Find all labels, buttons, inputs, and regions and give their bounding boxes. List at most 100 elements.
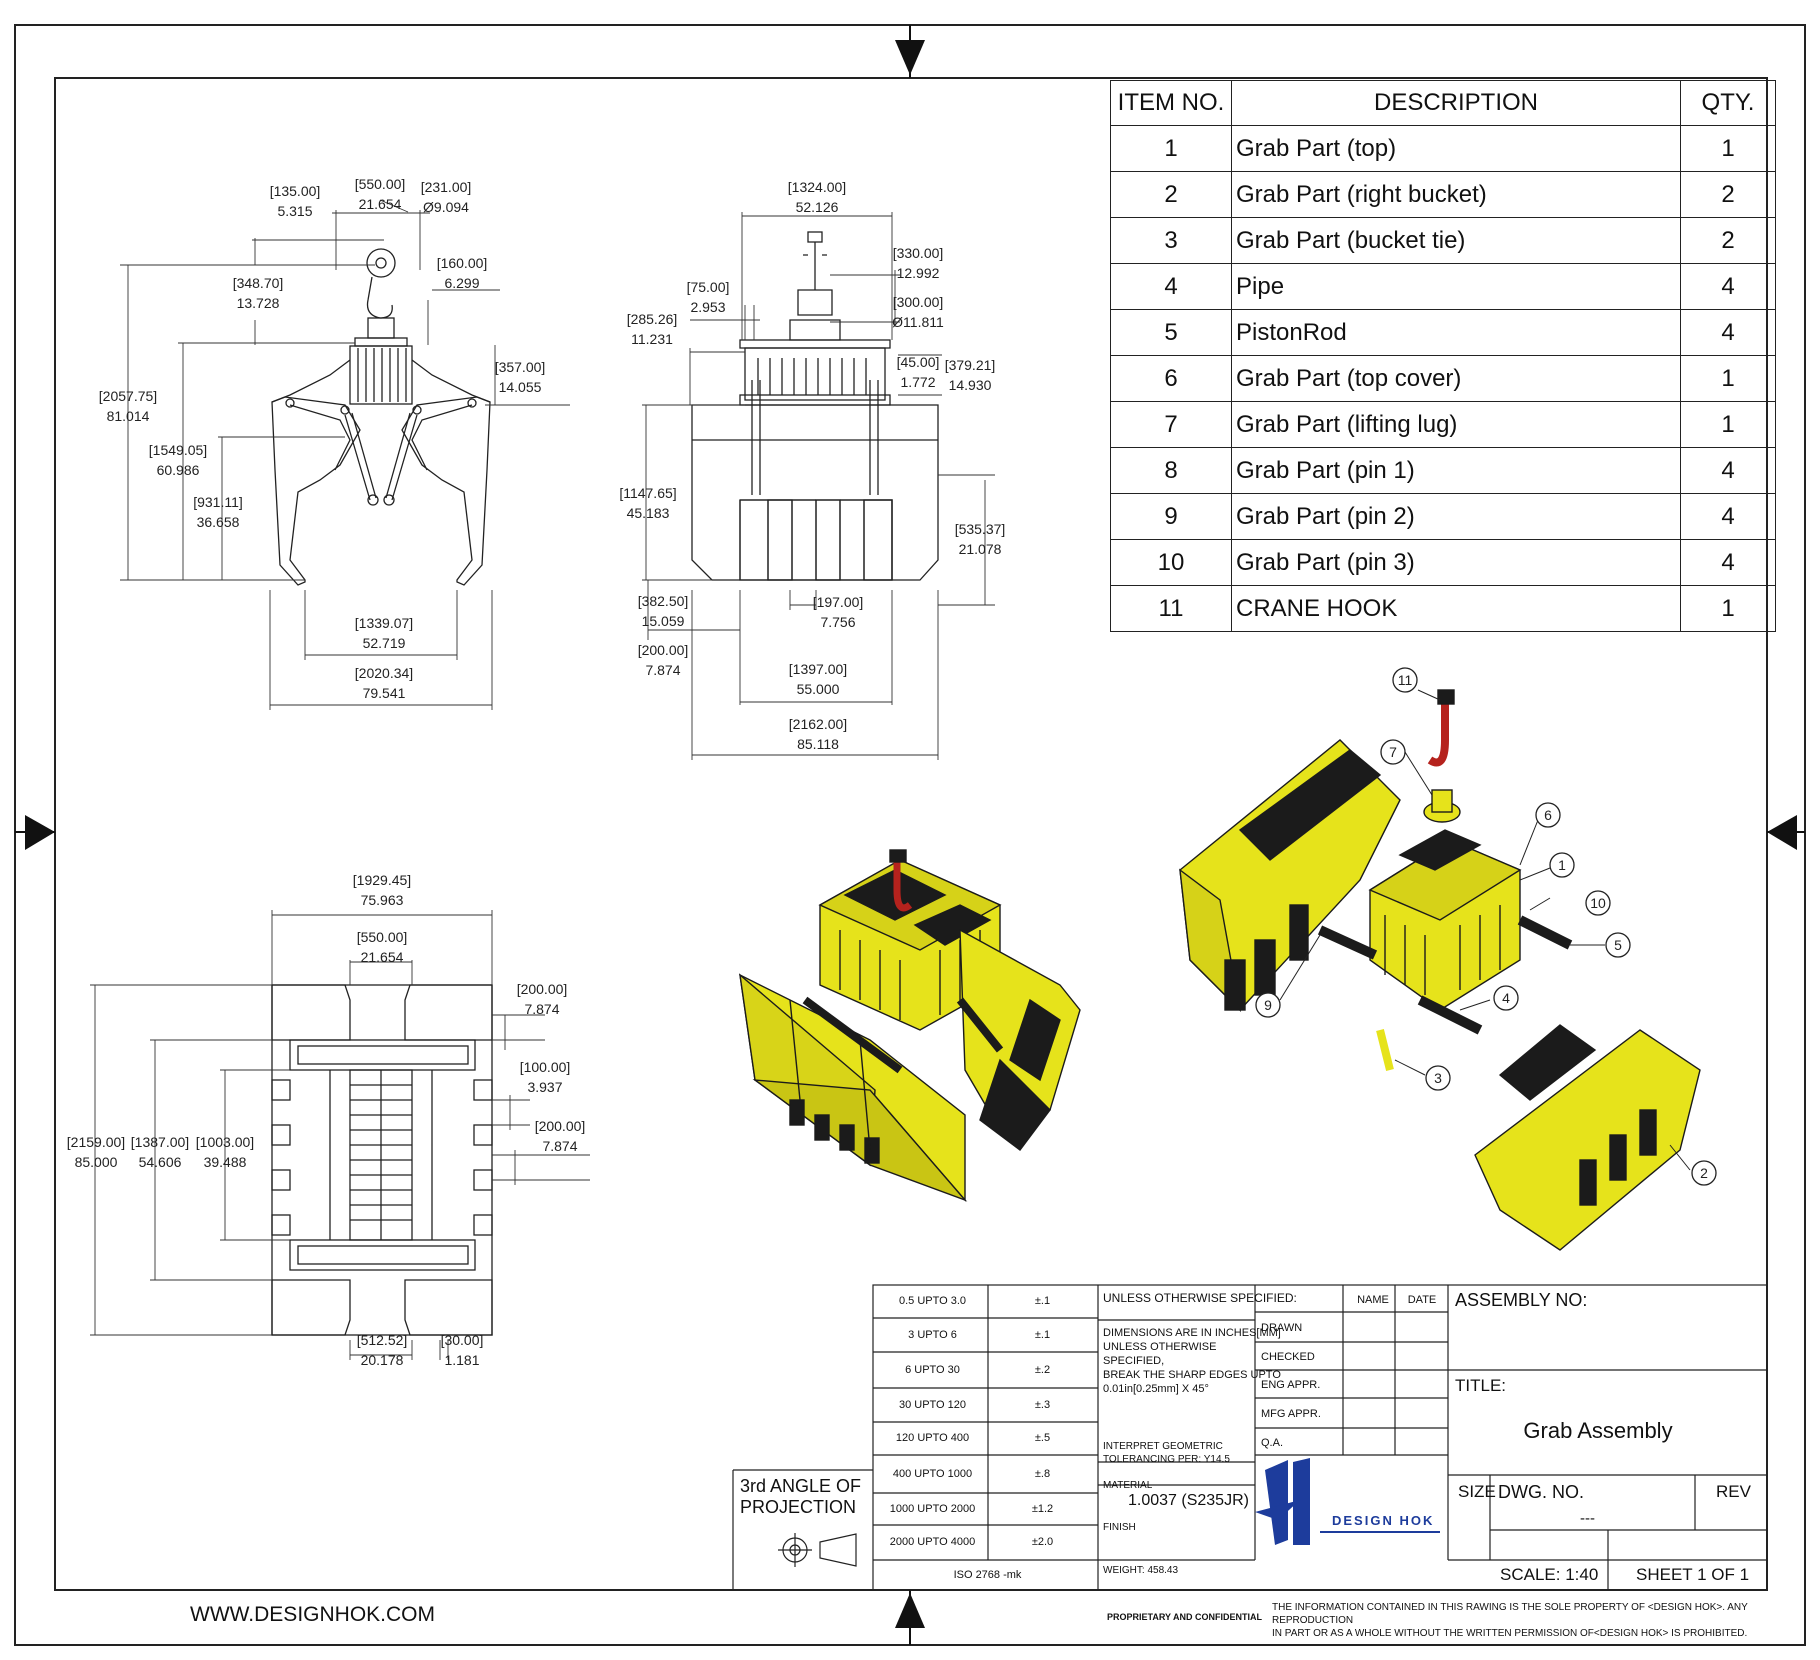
bom-description: Grab Part (top cover) [1231,355,1681,402]
balloon-1: 1 [1558,857,1566,873]
note-line: INTERPRET GEOMETRIC [1103,1441,1223,1452]
bom-description: Grab Part (pin 1) [1231,447,1681,494]
bom-qty: 4 [1680,447,1776,494]
approval-checked: CHECKED [1261,1351,1315,1363]
drawing-title: Grab Assembly [1523,1418,1673,1443]
bom-qty: 4 [1680,493,1776,540]
projection-label-line: 3rd ANGLE OF [740,1476,862,1496]
disclaimer-note: THE INFORMATION CONTAINED IN THIS RAWING… [1272,1601,1820,1640]
bom-qty: 4 [1680,263,1776,310]
iso-exploded-view [1179,689,1701,1251]
note-line: 0.01in[0.25mm] X 45° [1103,1383,1209,1395]
balloon-circles [1255,667,1717,1186]
svg-text:[200.00]: [200.00] [517,981,568,997]
tolerance-range: 3 UPTO 6 [908,1329,957,1341]
svg-text:Ø9.094: Ø9.094 [423,199,469,215]
svg-text:[1003.00]: [1003.00] [196,1134,254,1150]
bom-item-no: 4 [1110,263,1232,310]
side-view-dimension-lines [642,212,995,760]
scale-label: SCALE: 1:40 [1500,1565,1599,1584]
bom-description: Grab Part (bucket tie) [1231,217,1681,264]
svg-text:[535.37]: [535.37] [955,521,1006,537]
svg-text:[45.00]: [45.00] [897,354,940,370]
dwg-no-value: --- [1580,1510,1595,1527]
assembly-no-label: ASSEMBLY NO: [1455,1290,1588,1310]
balloon-2: 2 [1700,1165,1708,1181]
bom-qty: 2 [1680,217,1776,264]
svg-text:12.992: 12.992 [897,265,940,281]
svg-text:7.874: 7.874 [542,1138,577,1154]
rev-label: REV [1716,1482,1751,1501]
svg-text:[2020.34]: [2020.34] [355,665,413,681]
third-angle-projection-icon [778,1533,857,1567]
tolerance-range: 0.5 UPTO 3.0 [898,1295,967,1307]
bom-qty: 1 [1680,125,1776,172]
svg-text:[348.70]: [348.70] [233,275,284,291]
svg-text:36.658: 36.658 [197,514,240,530]
bom-description: Grab Part (pin 3) [1231,539,1681,586]
website-label: WWW.DESIGNHOK.COM [190,1603,435,1626]
svg-text:81.014: 81.014 [107,408,150,424]
svg-text:14.930: 14.930 [949,377,992,393]
tolerance-value: ±2.0 [1031,1536,1054,1548]
svg-text:[2159.00]: [2159.00] [67,1134,125,1150]
bom-item-no: 1 [1110,125,1232,172]
approval-mfg: MFG APPR. [1261,1408,1321,1420]
balloon-labels: 11 7 6 1 10 5 9 4 3 2 [1264,672,1708,1181]
svg-text:[1549.05]: [1549.05] [149,442,207,458]
bom-description: Grab Part (right bucket) [1231,171,1681,218]
balloon-11: 11 [1398,672,1413,688]
svg-text:21.654: 21.654 [359,196,402,212]
tolerance-range: 2000 UPTO 4000 [889,1536,976,1548]
svg-text:45.183: 45.183 [627,505,670,521]
bom-item-no: 11 [1110,585,1232,632]
svg-text:[197.00]: [197.00] [813,594,864,610]
svg-text:52.719: 52.719 [363,635,406,651]
tolerance-value: ±1.2 [1031,1503,1054,1515]
svg-text:[512.52]: [512.52] [357,1332,408,1348]
svg-text:15.059: 15.059 [642,613,685,629]
bom-item-no: 9 [1110,493,1232,540]
bom-item-no: 6 [1110,355,1232,402]
bom-item-no: 5 [1110,309,1232,356]
bom-item-no: 3 [1110,217,1232,264]
tolerance-value: ±.8 [1034,1468,1051,1480]
unless-specified-label: UNLESS OTHERWISE SPECIFIED: [1103,1291,1297,1305]
svg-text:21.078: 21.078 [959,541,1002,557]
svg-text:[200.00]: [200.00] [535,1118,586,1134]
bom-qty: 1 [1680,355,1776,402]
tolerance-range: 6 UPTO 30 [905,1364,960,1376]
balloon-4: 4 [1502,990,1510,1006]
bom-description: CRANE HOOK [1231,585,1681,632]
tolerance-value: ±.2 [1034,1364,1051,1376]
svg-text:1.181: 1.181 [444,1352,479,1368]
projection-label: 3rd ANGLE OF PROJECTION [740,1476,861,1518]
projection-label-line: PROJECTION [740,1497,857,1517]
disclaimer-line: IN PART OR AS A WHOLE WITHOUT THE WRITTE… [1272,1628,1748,1639]
svg-text:11.231: 11.231 [631,331,673,347]
svg-text:7.874: 7.874 [524,1001,559,1017]
material-label: MATERIAL [1103,1480,1153,1491]
bom-qty: 1 [1680,585,1776,632]
svg-text:[382.50]: [382.50] [638,593,689,609]
iso-standard: ISO 2768 -mk [953,1569,1022,1581]
balloon-5: 5 [1614,937,1622,953]
svg-text:[2162.00]: [2162.00] [789,716,847,732]
note-line: DIMENSIONS ARE IN INCHES[MM] [1103,1327,1281,1339]
bom-item-no: 2 [1110,171,1232,218]
design-hok-logo [1255,1458,1440,1545]
approvals-name-header: NAME [1357,1294,1389,1306]
svg-text:6.299: 6.299 [444,275,479,291]
tolerance-range: 120 UPTO 400 [895,1432,970,1444]
dwg-no-label: DWG. NO. [1498,1482,1584,1502]
svg-text:75.963: 75.963 [361,892,404,908]
svg-text:[550.00]: [550.00] [355,176,406,192]
bom-item-no: 10 [1110,539,1232,586]
svg-text:85.118: 85.118 [797,736,839,752]
svg-text:[550.00]: [550.00] [357,929,408,945]
svg-text:[100.00]: [100.00] [520,1059,571,1075]
